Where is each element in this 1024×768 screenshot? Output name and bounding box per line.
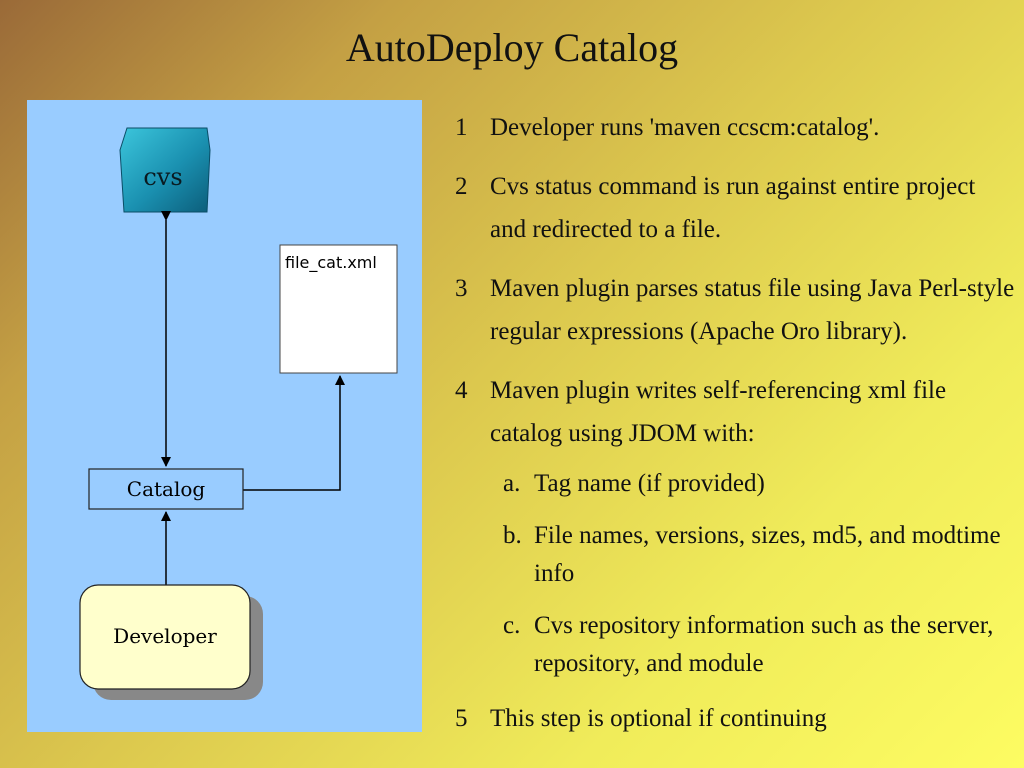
- developer-label: Developer: [113, 624, 217, 648]
- step-item: 1 Developer runs 'maven ccscm:catalog'.: [455, 106, 1015, 149]
- step-text: This step is optional if continuing: [490, 705, 827, 732]
- file-cat-label: file_cat.xml: [285, 253, 377, 273]
- substep-item: c. Cvs repository information such as th…: [503, 607, 1015, 683]
- step-number: 1: [455, 114, 468, 141]
- step-item: 5 This step is optional if continuing: [455, 697, 1015, 740]
- catalog-file-arrow: [243, 375, 345, 491]
- catalog-label: Catalog: [127, 477, 206, 501]
- slide-title: AutoDeploy Catalog: [345, 25, 679, 70]
- cvs-node: cvs: [119, 127, 211, 213]
- flow-diagram: cvs file_cat.xml Catalog Developer: [27, 100, 422, 732]
- step-text: Maven plugin parses status file using Ja…: [490, 275, 1015, 345]
- substep-text: Tag name (if provided): [534, 470, 765, 497]
- step-number: 4: [455, 377, 468, 404]
- substep-label: a.: [503, 470, 521, 497]
- step-text: Maven plugin writes self-referencing xml…: [490, 377, 947, 447]
- developer-node: Developer: [79, 584, 263, 700]
- substep-item: a. Tag name (if provided): [503, 465, 1015, 503]
- step-item: 4 Maven plugin writes self-referencing x…: [455, 369, 1015, 455]
- substep-label: b.: [503, 522, 522, 549]
- substep-item: b. File names, versions, sizes, md5, and…: [503, 517, 1015, 593]
- substeps-list: a. Tag name (if provided) b. File names,…: [503, 465, 1015, 683]
- substep-text: Cvs repository information such as the s…: [534, 612, 994, 677]
- catalog-node: Catalog: [88, 468, 244, 510]
- cvs-label: cvs: [143, 163, 182, 191]
- step-number: 2: [455, 173, 468, 200]
- step-text: Cvs status command is run against entire…: [490, 173, 976, 243]
- step-text: Developer runs 'maven ccscm:catalog'.: [490, 114, 880, 141]
- steps-list: 1 Developer runs 'maven ccscm:catalog'. …: [455, 106, 1015, 756]
- file-cat-node: file_cat.xml: [279, 244, 398, 374]
- substep-text: File names, versions, sizes, md5, and mo…: [534, 522, 1001, 587]
- substep-label: c.: [503, 612, 521, 639]
- step-number: 3: [455, 275, 468, 302]
- step-item: 3 Maven plugin parses status file using …: [455, 267, 1015, 353]
- diagram-svg: cvs file_cat.xml Catalog Developer: [79, 127, 398, 700]
- step-item: 2 Cvs status command is run against enti…: [455, 165, 1015, 251]
- step-number: 5: [455, 705, 468, 732]
